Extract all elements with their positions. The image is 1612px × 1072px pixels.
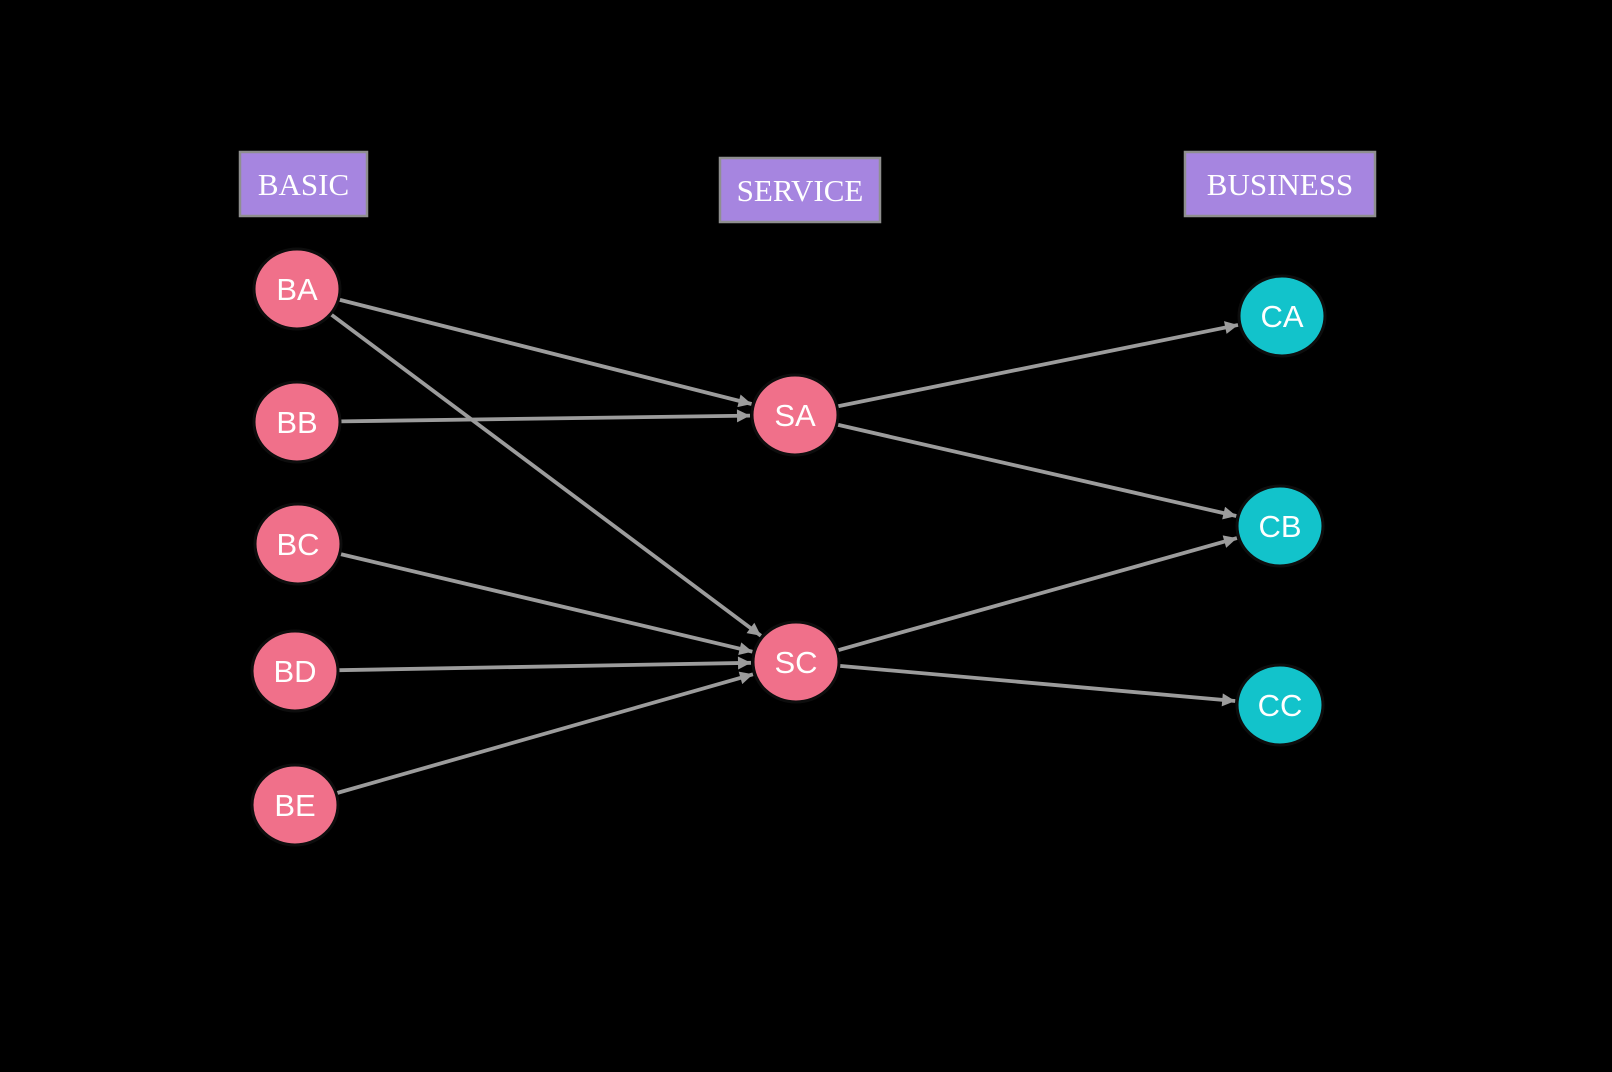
node-label: BB [276, 405, 317, 440]
node-label: CA [1260, 299, 1303, 334]
nodes-layer: BA BB BC BD BE SA SC CA CB CC [250, 247, 1327, 847]
column-header-box [238, 150, 369, 218]
node-BB: BB [252, 380, 342, 464]
column-header-basic: BASIC [238, 150, 369, 218]
edge-BD-SC [338, 656, 752, 673]
edge-SC-CB [837, 535, 1238, 652]
node-circle [252, 247, 342, 331]
column-header-label: BUSINESS [1207, 167, 1353, 202]
node-circle [1237, 274, 1327, 358]
column-header-label: SERVICE [737, 173, 864, 208]
node-CB: CB [1235, 484, 1325, 568]
node-circle [750, 373, 840, 457]
column-header-service: SERVICE [718, 156, 882, 224]
edge-SA-CA [837, 321, 1239, 409]
node-circle [252, 380, 342, 464]
node-label: CB [1258, 509, 1301, 544]
node-label: CC [1258, 688, 1303, 723]
node-circle [253, 502, 343, 586]
node-CC: CC [1235, 663, 1325, 747]
node-CA: CA [1237, 274, 1327, 358]
edge-BC-SC [340, 552, 753, 655]
column-header-box [718, 156, 882, 224]
edge-BB-SA [340, 409, 751, 424]
node-BD: BD [250, 629, 340, 713]
node-circle [250, 629, 340, 713]
node-BC: BC [253, 502, 343, 586]
column-header-business: BUSINESS [1183, 150, 1377, 218]
edge-SA-CB [837, 422, 1237, 520]
node-label: BA [276, 272, 318, 307]
node-label: SA [774, 398, 816, 433]
column-header-label: BASIC [258, 167, 349, 202]
edge-BA-SA [338, 297, 753, 408]
node-label: BE [274, 788, 315, 823]
node-BE: BE [250, 763, 340, 847]
node-SC: SC [751, 620, 841, 704]
edge-SC-CC [839, 663, 1236, 707]
node-BA: BA [252, 247, 342, 331]
column-header-box [1183, 150, 1377, 218]
edges-layer [330, 297, 1239, 795]
node-SA: SA [750, 373, 840, 457]
edge-BE-SC [336, 671, 754, 795]
headers-layer: BASIC SERVICE BUSINESS [238, 150, 1377, 224]
node-circle [751, 620, 841, 704]
edge-BA-SC [330, 313, 763, 638]
node-label: BD [273, 654, 316, 689]
node-circle [1235, 484, 1325, 568]
node-circle [250, 763, 340, 847]
node-circle [1235, 663, 1325, 747]
node-label: BC [276, 527, 319, 562]
node-label: SC [774, 645, 817, 680]
